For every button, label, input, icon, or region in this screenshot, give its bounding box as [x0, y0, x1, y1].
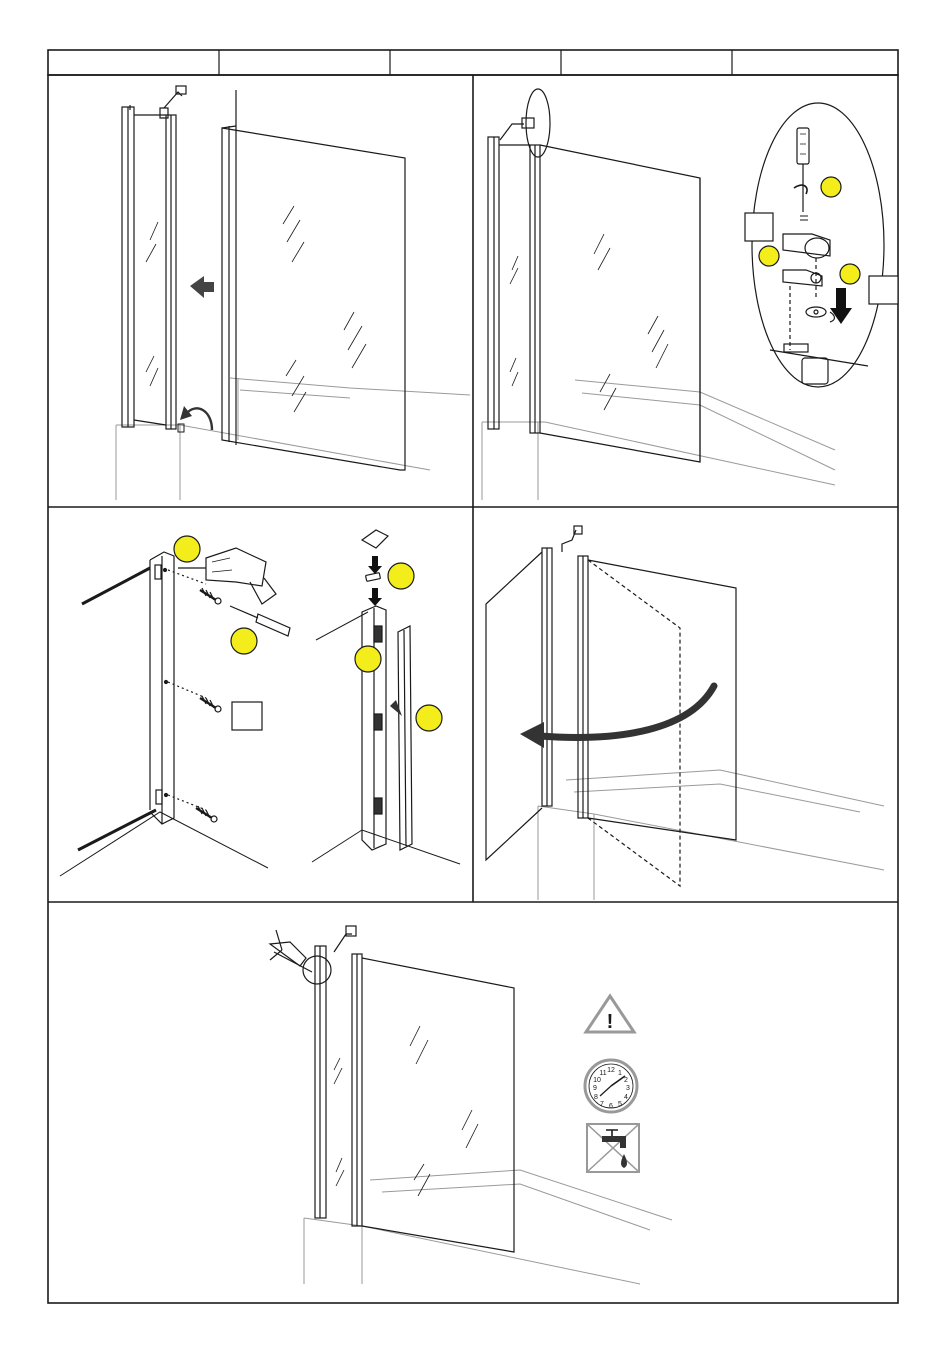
clock-numeral: 5	[618, 1101, 622, 1108]
step-3-panel	[60, 530, 460, 876]
screw-icon	[200, 588, 221, 604]
label-box	[232, 702, 262, 730]
wall-profile	[122, 107, 176, 429]
bathtub-outline	[116, 378, 470, 500]
wall-edge	[78, 810, 156, 850]
down-arrow	[368, 556, 382, 574]
marker-dot	[231, 628, 257, 654]
glass-panel	[222, 90, 405, 470]
clip-icon	[366, 573, 381, 582]
turn-arrow	[794, 185, 807, 194]
clock-numeral: 2	[624, 1077, 628, 1084]
warning-glyph: !	[607, 1011, 614, 1033]
wall-profile	[315, 946, 362, 1226]
hinge-profile	[362, 606, 386, 850]
wall-profile	[488, 137, 540, 433]
screw-icon	[200, 696, 221, 712]
down-arrow	[368, 588, 382, 606]
screw-icon	[196, 806, 217, 822]
wall-profile	[542, 548, 588, 818]
marker-dot	[355, 646, 381, 672]
marker-dot	[388, 563, 414, 589]
clock-numeral: 3	[626, 1085, 630, 1092]
no-water-icon	[587, 1124, 639, 1172]
screwdriver-icon	[797, 128, 809, 212]
header-row	[48, 50, 898, 75]
label-box	[745, 213, 773, 241]
clock-numeral: 7	[600, 1101, 604, 1108]
marker-dot	[759, 246, 779, 266]
marker-dot	[174, 536, 200, 562]
clock-numeral: 6	[609, 1103, 613, 1110]
move-left-arrow	[190, 276, 214, 298]
wall-bracket	[334, 926, 356, 952]
marker-dot	[416, 705, 442, 731]
clock-numeral: 10	[593, 1077, 601, 1084]
cover-strip	[398, 626, 412, 850]
clock-numeral: 12	[607, 1067, 615, 1074]
screw-detail-oval	[752, 103, 884, 387]
swing-arrow-head	[520, 722, 544, 748]
wall-bracket	[500, 118, 534, 140]
step-1-panel	[116, 86, 470, 500]
wall-profile	[150, 552, 174, 824]
marker-dot	[840, 264, 860, 284]
down-arrow	[830, 288, 852, 324]
label-box	[869, 276, 898, 304]
swing-arrow	[540, 686, 714, 737]
glass-panel-open	[486, 552, 542, 860]
step-4-panel	[486, 526, 884, 900]
rotate-arrow-head	[180, 406, 192, 420]
detail-highlight-circle	[526, 89, 550, 157]
clock-numeral: 11	[599, 1070, 606, 1077]
glass-panel-closed	[588, 560, 736, 840]
wall-bracket	[562, 526, 582, 552]
bathtub-outline	[538, 770, 884, 900]
clock-numeral: 4	[624, 1094, 628, 1101]
clock-numeral: 8	[594, 1094, 598, 1101]
clock-numeral: 1	[618, 1070, 622, 1077]
header-frame	[48, 50, 898, 75]
glass-panel	[362, 958, 514, 1252]
icon-glyphs: !	[607, 1011, 614, 1033]
hinge-block	[783, 234, 830, 286]
end-cap-icon	[362, 530, 388, 548]
step-2-panel	[482, 89, 898, 500]
bathtub-outline	[304, 1170, 672, 1284]
glass-panel	[540, 145, 700, 462]
clock-numeral: 9	[593, 1085, 597, 1092]
marker-dot	[821, 177, 841, 197]
push-arrow	[390, 700, 402, 716]
silicone-gun-icon	[270, 930, 312, 972]
wall-edge	[82, 568, 150, 604]
wall-bracket	[130, 86, 186, 118]
